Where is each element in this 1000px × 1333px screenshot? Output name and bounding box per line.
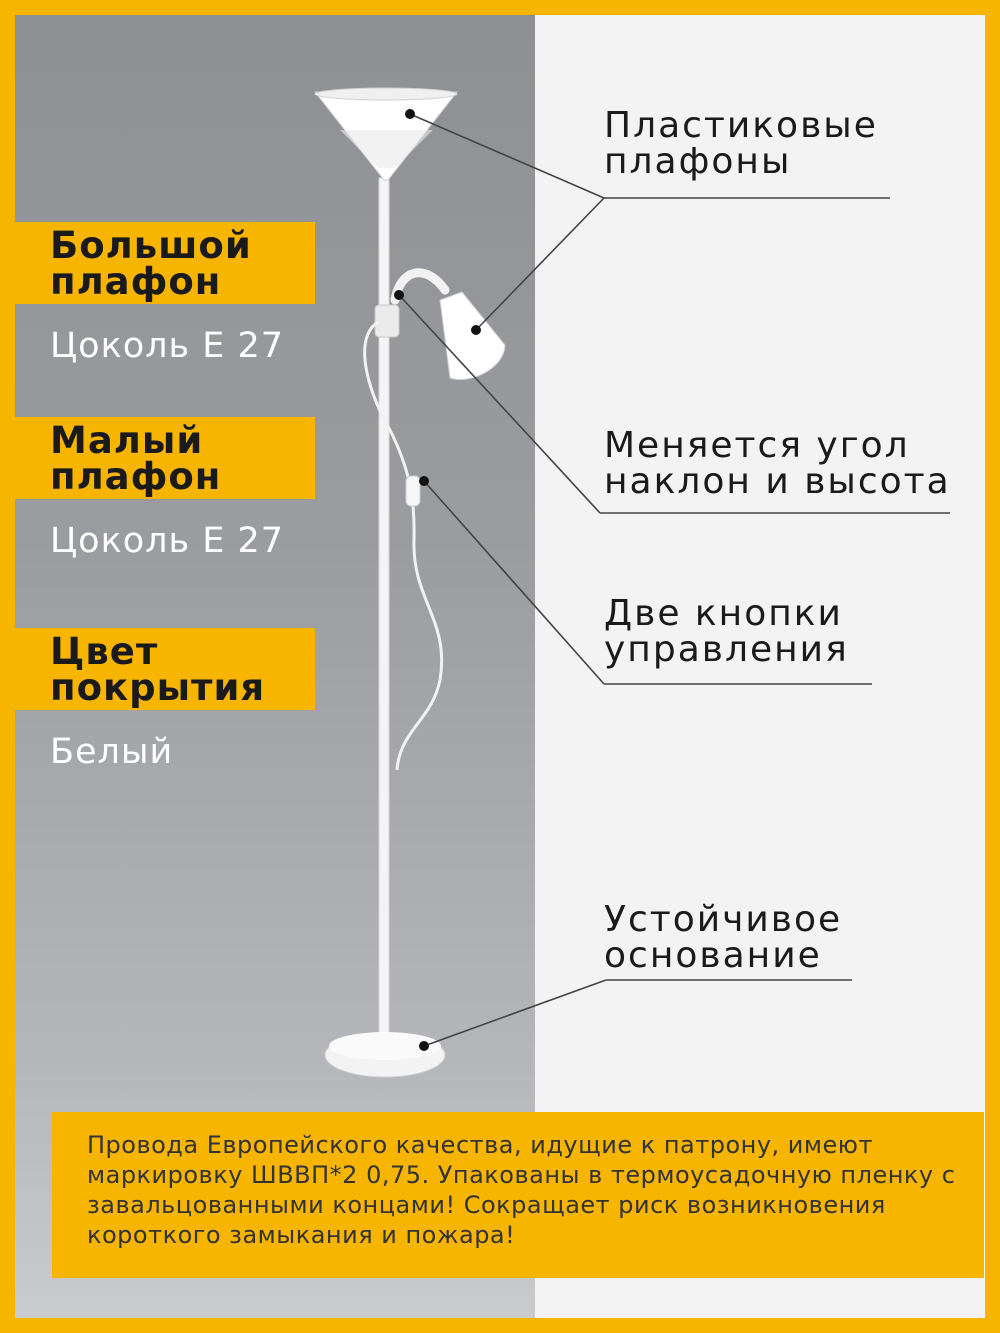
spec-value-small-shade: Цоколь Е 27 xyxy=(50,521,285,561)
spec-label-small-shade: Малый плафон xyxy=(15,417,315,499)
wiring-note-box: Провода Европейского качества, идущие к … xyxy=(52,1112,984,1278)
callout-line1: Две кнопки xyxy=(604,593,843,634)
callout-line2: управления xyxy=(604,629,849,670)
callout-stable-base: Устойчивое основание xyxy=(604,902,842,974)
callout-plastic-shades: Пластиковые плафоны xyxy=(604,108,878,180)
spec-label-big-shade: Большой плафон xyxy=(15,222,315,304)
callout-line1: Устойчивое xyxy=(604,899,843,940)
spec-label-color: Цвет покрытия xyxy=(15,628,315,710)
spec-value-big-shade: Цоколь Е 27 xyxy=(50,326,285,366)
callout-line2: плафоны xyxy=(604,141,792,182)
callout-line2: основание xyxy=(604,935,822,976)
spec-value-color: Белый xyxy=(50,732,174,772)
spec-title-line1: Малый xyxy=(50,419,204,462)
callout-line1: Пластиковые xyxy=(604,105,878,146)
spec-title-line2: плафон xyxy=(50,260,222,303)
spec-title-line2: покрытия xyxy=(50,666,266,709)
spec-title-line1: Большой xyxy=(50,224,252,267)
callout-two-buttons: Две кнопки управления xyxy=(604,596,849,668)
callout-line2: наклон и высота xyxy=(604,461,951,502)
spec-title-line1: Цвет xyxy=(50,630,159,673)
wiring-note-text: Провода Европейского качества, идущие к … xyxy=(87,1131,956,1249)
light-panel xyxy=(535,15,985,1318)
callout-line1: Меняется угол xyxy=(604,425,910,466)
spec-title-line2: плафон xyxy=(50,455,222,498)
callout-adjustable-angle: Меняется угол наклон и высота xyxy=(604,428,951,500)
